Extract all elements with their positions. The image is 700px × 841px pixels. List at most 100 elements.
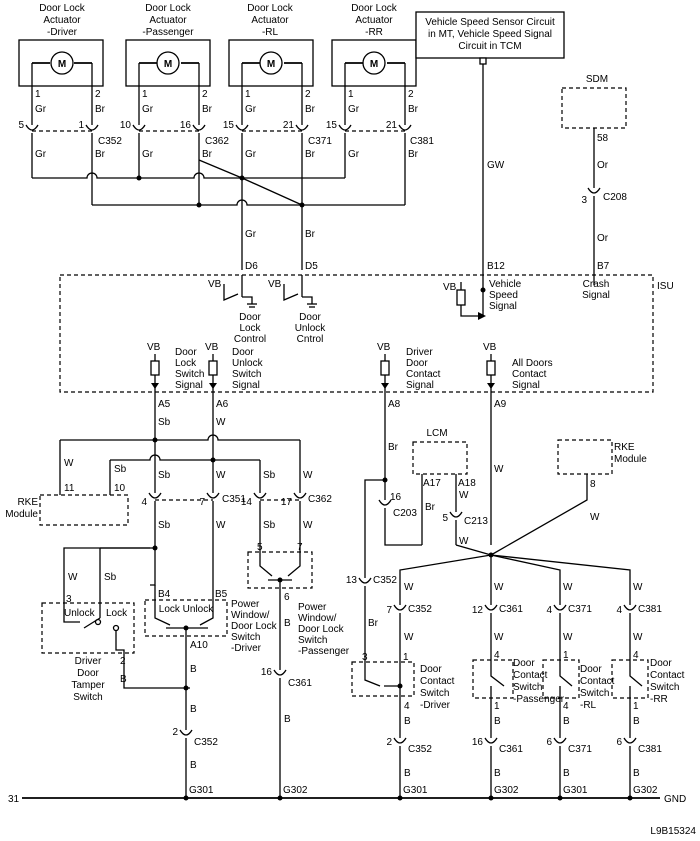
- motor-icon: [362, 51, 386, 75]
- pin-label: 1: [403, 652, 409, 663]
- rke-module-left: RKE Module: [5, 494, 129, 526]
- connector-label: C203: [393, 508, 417, 519]
- dc-rr-2: Contact: [650, 670, 685, 681]
- wire-label: Or: [597, 160, 609, 171]
- wire-label: W: [303, 520, 313, 531]
- pin-label: 14: [241, 497, 253, 508]
- connector-label: C362: [308, 494, 332, 505]
- connector-label: C352: [408, 744, 432, 755]
- pin-label: 4: [141, 497, 147, 508]
- door-contact-switch-driver: 3 1 4 B Door Contact Switch -Driver: [351, 652, 455, 738]
- connector-label: C352: [408, 604, 432, 615]
- connector-label: C371: [308, 136, 332, 147]
- wire-label: W: [64, 458, 74, 469]
- pin-label: 4: [633, 650, 639, 661]
- wire-label: Br: [305, 229, 316, 240]
- connector-label: C352: [194, 737, 218, 748]
- door-contact-switch-rr: 4 1 B Door Contact Switch -RR: [611, 650, 685, 738]
- vehicle-speed-sensor-box: Vehicle Speed Sensor Circuit in MT, Vehi…: [415, 11, 565, 290]
- pin-label: 4: [563, 701, 569, 712]
- wire-label: Gr: [245, 149, 257, 160]
- pw-driver-lock-unlock: Lock Unlock: [159, 604, 214, 615]
- pin-label: 15: [326, 120, 338, 131]
- pin-label: 2: [120, 656, 126, 667]
- vb-label: VB: [377, 342, 391, 353]
- wire-label: W: [303, 470, 313, 481]
- pw-passenger-4: Switch: [298, 635, 327, 646]
- pin-label: B12: [487, 261, 505, 272]
- pw-driver-2: Window/: [231, 610, 270, 621]
- motor-symbol: M: [267, 59, 275, 70]
- ground-gnd-label: GND: [664, 794, 686, 805]
- pin-label: 17: [281, 497, 293, 508]
- wire-label: B: [563, 768, 570, 779]
- tamper-line2: Door: [77, 668, 99, 679]
- rke-right-line2: Module: [614, 454, 647, 465]
- pw-passenger-1: Power: [298, 602, 327, 613]
- wire-label: Sb: [158, 520, 171, 531]
- vb-label: VB: [147, 342, 161, 353]
- pin-label: 13: [346, 575, 358, 586]
- vb-label: VB: [208, 279, 222, 290]
- motor-symbol: M: [164, 59, 172, 70]
- isu-label-driver-contact-3: Contact: [406, 369, 441, 380]
- actuator-passenger-line1: Door Lock: [145, 3, 192, 14]
- pin-label: 2: [386, 737, 392, 748]
- connector-label: C352: [373, 575, 397, 586]
- motor-icon: [156, 51, 180, 75]
- connector-label: C381: [638, 604, 662, 615]
- wire-label: Gr: [142, 104, 154, 115]
- pin-label: D6: [245, 261, 258, 272]
- pin-label: A9: [494, 399, 507, 410]
- pin-label: 6: [616, 737, 622, 748]
- isu-label-unlock-switch-4: Signal: [232, 380, 260, 391]
- wire-label: W: [68, 572, 78, 583]
- isu-label-lock-control-2: Lock: [239, 323, 261, 334]
- pin-label: 11: [64, 483, 75, 494]
- isu-label-vss-3: Signal: [489, 301, 517, 312]
- connector-label: C208: [603, 192, 627, 203]
- driver-door-tamper-switch: W Sb 3 Unlock Lock 2 B Driver Door Tampe…: [41, 545, 190, 703]
- ground-label: G301: [403, 785, 428, 796]
- wire-label: W: [590, 512, 600, 523]
- isu-label-vss-2: Speed: [489, 290, 518, 301]
- isu-label-unlock-switch-1: Door: [232, 347, 254, 358]
- pin-label: 5: [442, 513, 448, 524]
- motor-symbol: M: [370, 59, 378, 70]
- isu-label-all-contact-1: All Doors: [512, 358, 553, 369]
- wire-label: B: [494, 768, 501, 779]
- all-doors-contact-wiring: W W W W W W 8: [399, 396, 643, 605]
- ground-left-number: 31: [8, 794, 20, 805]
- wire-label: B: [190, 664, 197, 675]
- isu-label-lock-control-1: Door: [239, 312, 261, 323]
- lcm-module: LCM A17 A18 Br W 5 C213 W: [412, 428, 488, 547]
- vss-line3: Circuit in TCM: [458, 41, 521, 52]
- bottom-grounds: 2 C352 16 C361 6 C371 6 C381 B B B B G30…: [8, 737, 686, 805]
- wire-label: B: [190, 704, 197, 715]
- pin-label: 16: [472, 737, 484, 748]
- ground-label: G302: [633, 785, 658, 796]
- isu-label-driver-contact-2: Door: [406, 358, 428, 369]
- actuator-passenger-line2: Actuator: [149, 15, 187, 26]
- pin-label: 2: [408, 89, 414, 100]
- isu-label-lock-switch-4: Signal: [175, 380, 203, 391]
- isu-module: ISU VB Door Lock Control VB Door Unlock …: [59, 274, 674, 396]
- pin-label: 4: [546, 605, 552, 616]
- pin-label: 7: [297, 542, 303, 553]
- isu-label-lock-switch-2: Lock: [175, 358, 197, 369]
- pw-driver-5: -Driver: [231, 643, 262, 654]
- wire-label: W: [494, 464, 504, 475]
- pin-label: 1: [35, 89, 41, 100]
- all-doors-contact-input: VB All Doors Contact Signal: [483, 342, 553, 396]
- actuator-driver-line3: -Driver: [47, 27, 78, 38]
- dc-driver-4: -Driver: [420, 700, 451, 711]
- isu-label-all-contact-2: Contact: [512, 369, 547, 380]
- pin-label: 4: [404, 701, 410, 712]
- connector-label: C361: [499, 744, 523, 755]
- actuator-rl: Door Lock Actuator -RL M: [228, 3, 314, 125]
- pin-label: 1: [494, 701, 500, 712]
- dc-driver-3: Switch: [420, 688, 449, 699]
- connector-label: C362: [205, 136, 229, 147]
- wire-label: W: [404, 582, 414, 593]
- isu-label-unlock-control-3: Cntrol: [297, 334, 324, 345]
